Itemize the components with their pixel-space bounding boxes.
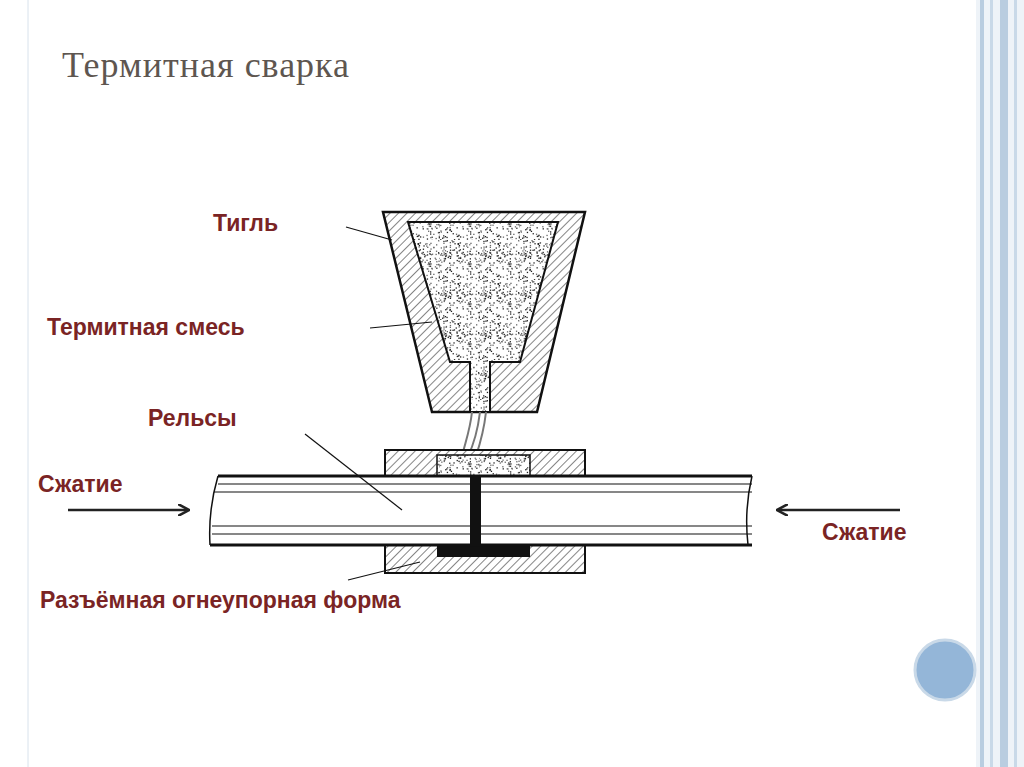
- rail-line: [214, 491, 752, 492]
- mold-bottom: [385, 545, 585, 573]
- rail-end: [747, 476, 752, 545]
- part-label: Тигль: [213, 211, 278, 236]
- rail-line: [212, 533, 752, 534]
- part-label: Разъёмная огнеупорная форма: [40, 588, 400, 613]
- leader-line: [305, 434, 402, 510]
- compression-arrow: [68, 509, 188, 512]
- thermite-mix: [408, 222, 558, 412]
- compression-arrow: [778, 509, 900, 512]
- rail: [210, 476, 752, 545]
- leader-line: [348, 562, 420, 580]
- force-label: Сжатие: [822, 520, 906, 545]
- rail-edge: [218, 475, 752, 478]
- side-stripe: [1014, 0, 1017, 767]
- rail-line: [212, 525, 752, 526]
- leader-line: [346, 227, 392, 240]
- side-stripe: [1000, 0, 1008, 767]
- crucible: [383, 212, 585, 412]
- rail-line: [218, 483, 752, 484]
- force-label: Сжатие: [38, 472, 122, 497]
- part-label: Термитная смесь: [47, 315, 245, 340]
- mold-top: [385, 450, 585, 478]
- left-rule: [28, 0, 29, 767]
- leader-line: [370, 322, 432, 328]
- weld-bottom: [437, 545, 530, 557]
- side-stripe: [980, 0, 984, 767]
- deco-circle: [915, 640, 975, 700]
- side-stripe: [990, 0, 993, 767]
- part-label: Рельсы: [148, 406, 237, 431]
- side-band: [976, 0, 1024, 767]
- rail-end: [210, 476, 218, 545]
- slide-title: Термитная сварка: [62, 46, 350, 86]
- weld-seam: [470, 476, 481, 546]
